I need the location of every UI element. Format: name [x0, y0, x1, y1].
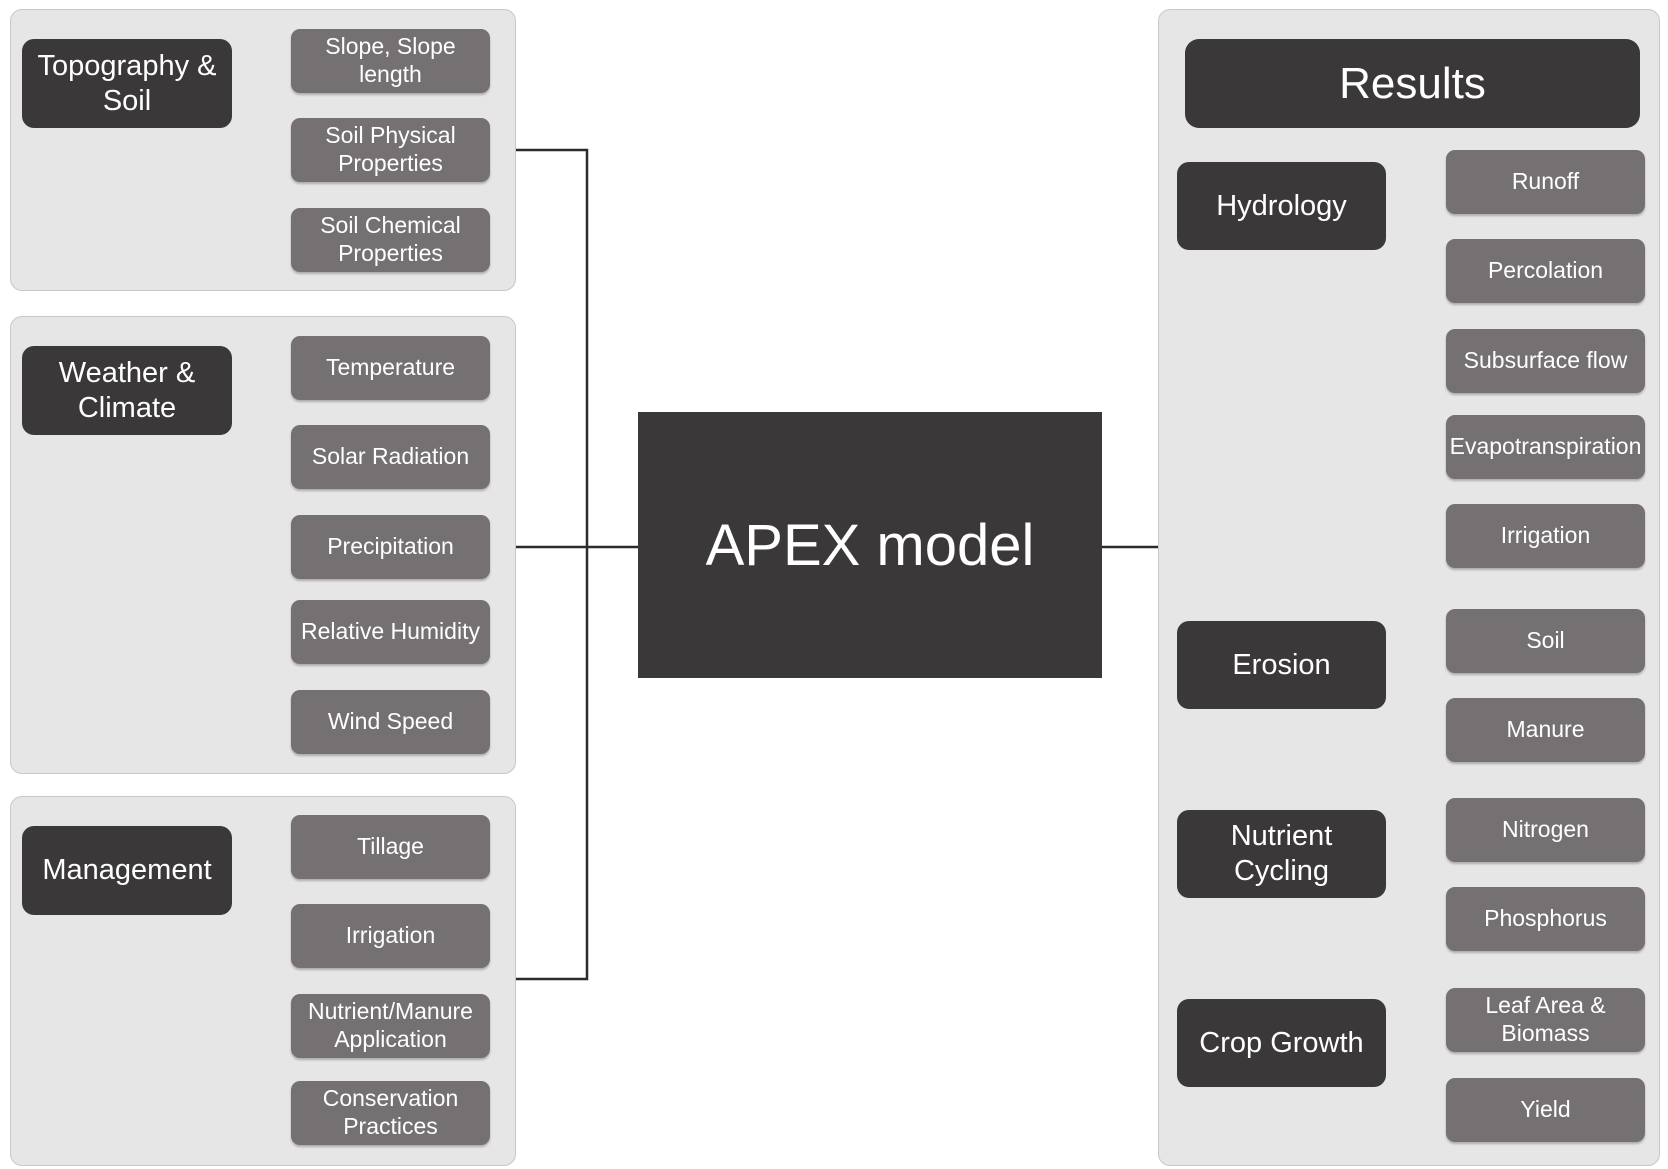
category-nutrient-cycling: Nutrient Cycling [1177, 810, 1386, 898]
item-soil-physical-properties: Soil Physical Properties [291, 118, 490, 182]
item-subsurface-flow: Subsurface flow [1446, 329, 1645, 393]
item-conservation-practices: Conservation Practices [291, 1081, 490, 1145]
item-irrigation-input: Irrigation [291, 904, 490, 968]
item-phosphorus: Phosphorus [1446, 887, 1645, 951]
item-soil-chemical-properties: Soil Chemical Properties [291, 208, 490, 272]
item-soil: Soil [1446, 609, 1645, 673]
category-management: Management [22, 826, 232, 915]
item-slope-length: Slope, Slope length [291, 29, 490, 93]
item-manure: Manure [1446, 698, 1645, 762]
item-yield: Yield [1446, 1078, 1645, 1142]
item-runoff: Runoff [1446, 150, 1645, 214]
category-weather-climate: Weather & Climate [22, 346, 232, 435]
category-topography-soil: Topography & Soil [22, 39, 232, 128]
results-title: Results [1185, 39, 1640, 128]
item-nutrient-manure-application: Nutrient/Manure Application [291, 994, 490, 1058]
item-nitrogen: Nitrogen [1446, 798, 1645, 862]
item-tillage: Tillage [291, 815, 490, 879]
category-crop-growth: Crop Growth [1177, 999, 1386, 1087]
category-erosion: Erosion [1177, 621, 1386, 709]
item-wind-speed: Wind Speed [291, 690, 490, 754]
item-irrigation-result: Irrigation [1446, 504, 1645, 568]
apex-model-box: APEX model [638, 412, 1102, 678]
category-hydrology: Hydrology [1177, 162, 1386, 250]
connector-inputs-to-center [516, 148, 638, 981]
item-leaf-area-biomass: Leaf Area & Biomass [1446, 988, 1645, 1052]
item-evapotranspiration: Evapotranspiration [1446, 415, 1645, 479]
item-percolation: Percolation [1446, 239, 1645, 303]
item-temperature: Temperature [291, 336, 490, 400]
item-precipitation: Precipitation [291, 515, 490, 579]
item-solar-radiation: Solar Radiation [291, 425, 490, 489]
item-relative-humidity: Relative Humidity [291, 600, 490, 664]
